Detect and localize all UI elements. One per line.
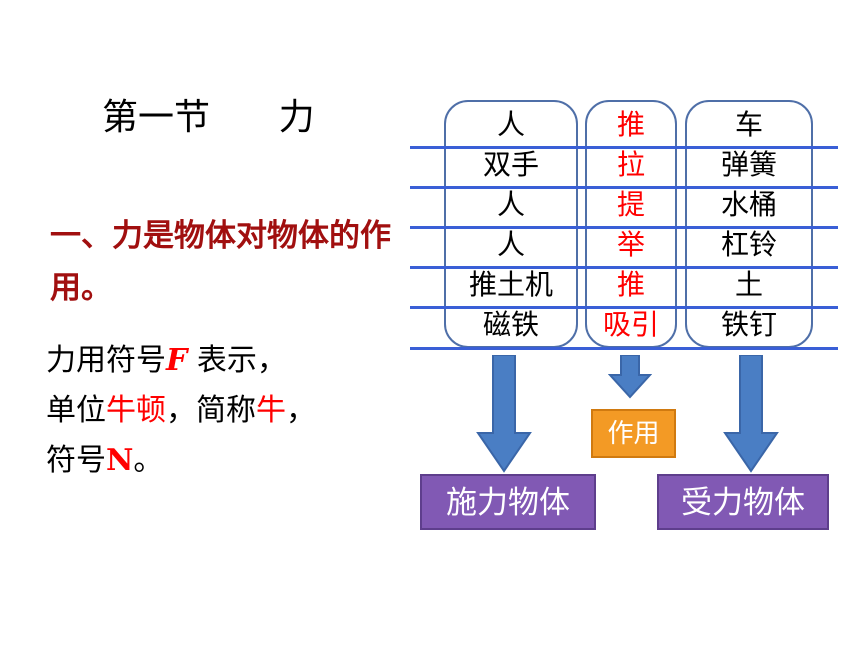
down-arrow-action-icon <box>608 355 652 399</box>
force-symbol: F <box>166 343 188 378</box>
symbol-line-2: 单位牛顿，简称牛， <box>46 386 316 436</box>
row-divider <box>410 146 838 149</box>
unit-symbol: N <box>106 443 134 478</box>
table-cell-exerter: 人 <box>496 228 525 261</box>
symbol-line-2-suffix: ， <box>286 393 316 428</box>
symbol-explanation: 力用符号F 表示， 单位牛顿，简称牛， 符号N。 <box>46 336 316 486</box>
table-cell-receiver: 弹簧 <box>720 148 777 181</box>
table-cell-receiver: 铁钉 <box>720 308 777 341</box>
table-cell-exerter: 双手 <box>482 148 539 181</box>
table-cell-action: 举 <box>616 228 645 261</box>
exerting-object-box: 施力物体 <box>420 474 596 530</box>
symbol-line-2-mid: ，简称 <box>166 393 256 428</box>
symbol-line-3-suffix: 。 <box>133 443 164 478</box>
table-cell-action: 吸引 <box>602 308 659 341</box>
table-cell-receiver: 土 <box>734 268 763 301</box>
table-cell-receiver: 杠铃 <box>720 228 777 261</box>
definition-text: 一、力是物体对物体的作用。 <box>50 218 391 306</box>
table-cell-action: 拉 <box>616 148 645 181</box>
symbol-line-1-prefix: 力用符号 <box>46 343 166 378</box>
down-arrow-exerter-icon <box>476 355 532 473</box>
symbol-line-3: 符号N。 <box>46 436 316 486</box>
symbol-line-1: 力用符号F 表示， <box>46 336 316 386</box>
table-cell-exerter: 磁铁 <box>482 308 539 341</box>
row-divider <box>410 226 838 229</box>
down-arrow-receiver-icon <box>723 355 779 473</box>
receiving-object-box: 受力物体 <box>657 474 829 530</box>
symbol-line-3-prefix: 符号 <box>46 443 106 478</box>
row-divider <box>410 306 838 309</box>
unit-short-name: 牛 <box>256 393 286 428</box>
action-box: 作用 <box>591 409 676 458</box>
symbol-line-2-prefix: 单位 <box>46 393 106 428</box>
table-cell-action: 推 <box>616 268 645 301</box>
unit-name: 牛顿 <box>106 393 166 428</box>
row-divider <box>410 266 838 269</box>
section-title: 第一节 力 <box>102 97 315 138</box>
table-cell-exerter: 人 <box>496 108 525 141</box>
symbol-line-1-suffix: 表示， <box>187 343 287 378</box>
table-cell-exerter: 推土机 <box>468 268 553 301</box>
table-cell-receiver: 车 <box>734 108 763 141</box>
row-divider <box>410 347 838 350</box>
table-cell-action: 推 <box>616 108 645 141</box>
table-cell-exerter: 人 <box>496 188 525 221</box>
row-divider <box>410 186 838 189</box>
table-cell-action: 提 <box>616 188 645 221</box>
table-cell-receiver: 水桶 <box>720 188 777 221</box>
